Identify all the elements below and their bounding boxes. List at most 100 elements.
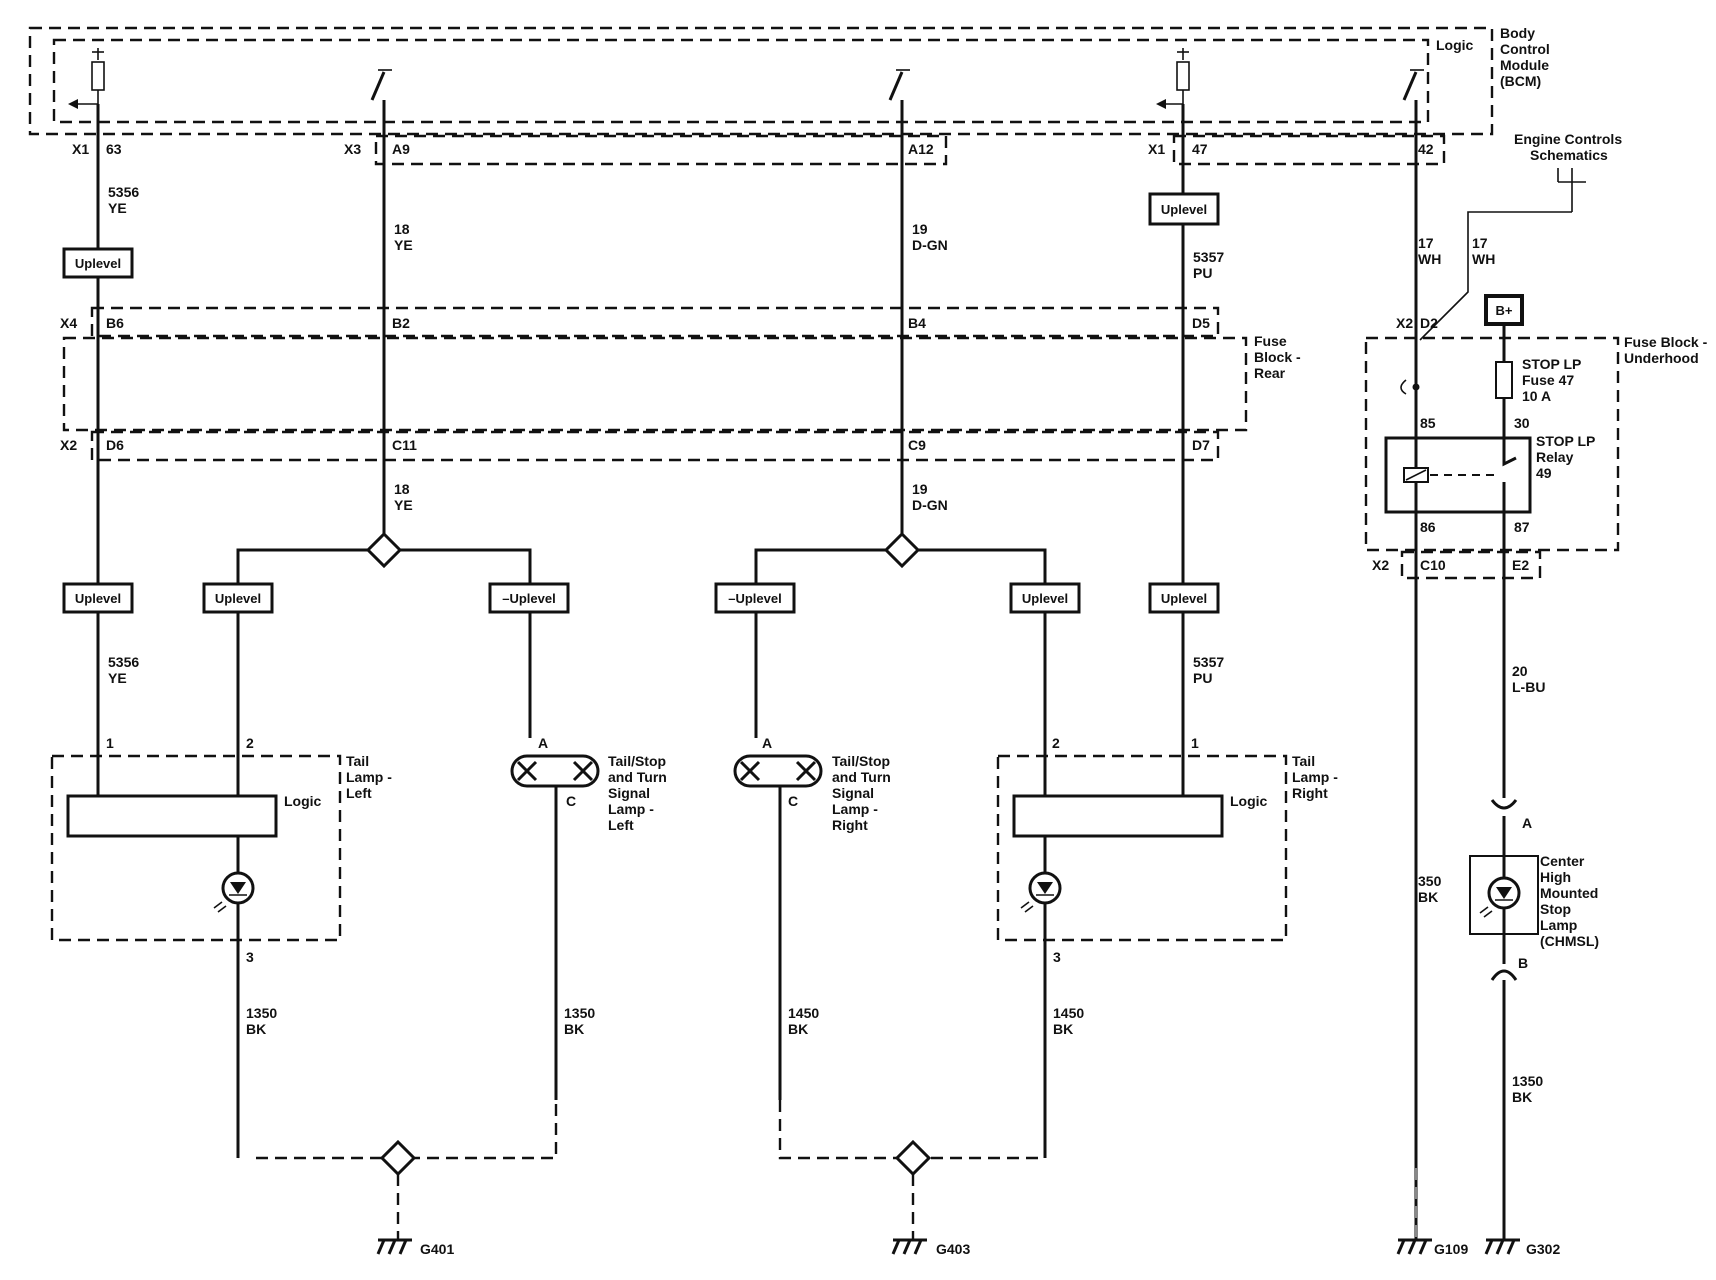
wire-label-17-a: 17 (1418, 235, 1434, 251)
conn-x1-right: X1 (1148, 141, 1165, 157)
wire-label-1350-a: 1350 (246, 1005, 277, 1021)
svg-text:87: 87 (1514, 519, 1530, 535)
svg-text:YE: YE (108, 200, 127, 216)
ground-g302-label: G302 (1526, 1241, 1560, 1257)
uplevel-box-2: Uplevel (1148, 192, 1220, 226)
connector-x3-outline (374, 134, 948, 166)
ground-g403-label: G403 (936, 1241, 970, 1257)
svg-text:Fuse 47: Fuse 47 (1522, 372, 1574, 388)
bcm-input-switch-a9 (370, 69, 392, 101)
pin-a9: A9 (392, 141, 410, 157)
splice-left (365, 531, 403, 569)
pin-63: 63 (106, 141, 122, 157)
connector-x2-c10-e2 (1400, 550, 1542, 580)
tst-left-title-1: Tail/Stop (608, 753, 666, 769)
svg-text:YE: YE (394, 237, 413, 253)
svg-text:C: C (788, 793, 798, 809)
fuse-block-underhood-outline (1364, 336, 1620, 552)
pin-42: 42 (1418, 141, 1434, 157)
svg-text:Lamp -: Lamp - (832, 801, 878, 817)
fuse-rear-top-connector (90, 306, 1220, 338)
tail-lamp-right-outline (996, 754, 1288, 942)
svg-text:Uplevel: Uplevel (1022, 591, 1068, 606)
wire-label-5356-a: 5356 (108, 184, 139, 200)
ground-splice-right (894, 1139, 932, 1177)
svg-text:1: 1 (106, 735, 114, 751)
battery-plus-label: B+ (1496, 303, 1513, 318)
svg-text:WH: WH (1418, 251, 1441, 267)
svg-text:B6: B6 (106, 315, 124, 331)
svg-text:–Uplevel: –Uplevel (502, 591, 555, 606)
bcm-title-1: Body (1500, 25, 1535, 41)
led-icon (213, 871, 255, 913)
svg-text:Signal: Signal (608, 785, 650, 801)
svg-text:D-GN: D-GN (912, 497, 948, 513)
svg-text:Uplevel: Uplevel (75, 591, 121, 606)
bcm-title-4: (BCM) (1500, 73, 1541, 89)
svg-text:E2: E2 (1512, 557, 1529, 573)
ground-g401-label: G401 (420, 1241, 454, 1257)
svg-text:YE: YE (394, 497, 413, 513)
svg-text:Logic: Logic (284, 793, 322, 809)
fuse47-label-1: STOP LP (1522, 356, 1581, 372)
wire-label-5356-b: 5356 (108, 654, 139, 670)
wire-label-17-b: 17 (1472, 235, 1488, 251)
uplevel-box-5: Uplevel (1009, 582, 1081, 614)
fuse-47-icon (1495, 361, 1513, 399)
svg-text:Right: Right (1292, 785, 1328, 801)
svg-text:A: A (538, 735, 548, 751)
svg-text:Left: Left (346, 785, 372, 801)
svg-text:Uplevel: Uplevel (1161, 591, 1207, 606)
svg-text:86: 86 (1420, 519, 1436, 535)
svg-text:BK: BK (1512, 1089, 1532, 1105)
bcm-title-3: Module (1500, 57, 1549, 73)
svg-text:C10: C10 (1420, 557, 1446, 573)
ground-g302-icon (1484, 1238, 1520, 1255)
wire-label-1350-b: 1350 (564, 1005, 595, 1021)
tail-lamp-left-logic-box (66, 794, 278, 838)
wire-label-5357-b: 5357 (1193, 654, 1224, 670)
svg-text:–Uplevel: –Uplevel (728, 591, 781, 606)
bcm-output-driver-63 (68, 48, 105, 109)
svg-text:Uplevel: Uplevel (1161, 202, 1207, 217)
chmsl-title-1: Center (1540, 853, 1585, 869)
engine-controls-1: Engine Controls (1514, 131, 1622, 147)
ground-g109-label: G109 (1434, 1241, 1468, 1257)
bcm-outline (28, 26, 1494, 136)
relay-switch-icon (1502, 438, 1517, 512)
tail-lamp-right-title-1: Tail (1292, 753, 1315, 769)
bcm-logic-outline (52, 38, 1430, 124)
wire-label-1450-a: 1450 (788, 1005, 819, 1021)
svg-text:3: 3 (246, 949, 254, 965)
ground-g401-icon (376, 1238, 412, 1255)
svg-text:85: 85 (1420, 415, 1436, 431)
svg-text:YE: YE (108, 670, 127, 686)
wire-label-18-b: 18 (394, 481, 410, 497)
svg-text:and Turn: and Turn (832, 769, 891, 785)
wire-label-19-a: 19 (912, 221, 928, 237)
svg-text:BK: BK (564, 1021, 584, 1037)
ground-g403-icon (891, 1238, 927, 1255)
svg-text:Right: Right (832, 817, 868, 833)
relay-label-1: STOP LP (1536, 433, 1595, 449)
svg-text:Lamp -: Lamp - (346, 769, 392, 785)
ground-splice-left (379, 1139, 417, 1177)
chmsl-connector-b (1490, 969, 1518, 981)
led-icon (1479, 876, 1521, 918)
svg-text:BK: BK (246, 1021, 266, 1037)
tail-stop-turn-lamp-right (733, 754, 823, 788)
conn-x1-left: X1 (72, 141, 89, 157)
svg-text:D-GN: D-GN (912, 237, 948, 253)
svg-text:High: High (1540, 869, 1571, 885)
svg-text:3: 3 (1053, 949, 1061, 965)
uplevel-box-1: Uplevel (62, 247, 134, 279)
svg-text:D6: D6 (106, 437, 124, 453)
svg-text:Lamp -: Lamp - (1292, 769, 1338, 785)
svg-text:1: 1 (1191, 735, 1199, 751)
svg-text:Stop: Stop (1540, 901, 1571, 917)
led-icon (1020, 871, 1062, 913)
tail-lamp-left-outline (50, 754, 342, 942)
bcm-output-driver-47 (1156, 48, 1190, 109)
conn-x2-left: X2 (60, 437, 77, 453)
svg-text:D7: D7 (1192, 437, 1210, 453)
